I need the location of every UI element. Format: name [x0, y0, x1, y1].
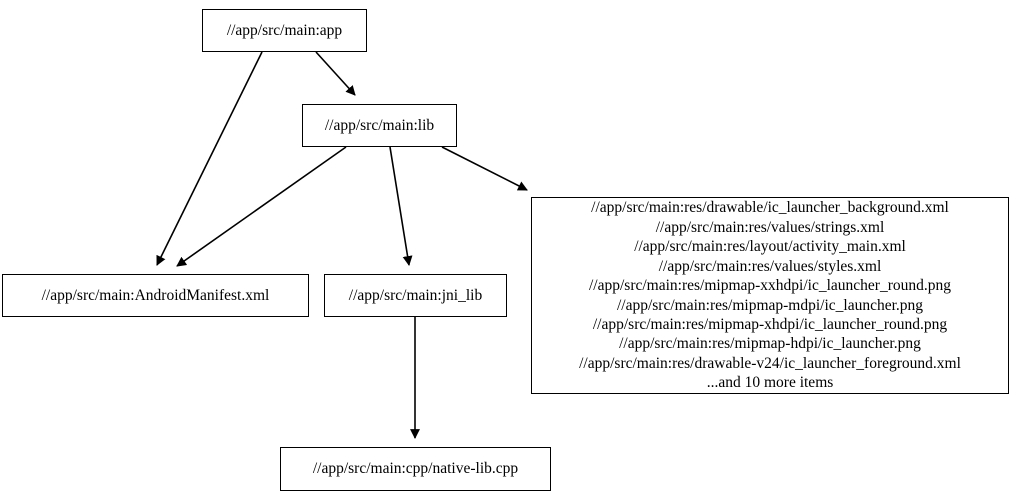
edge-lib-to-jni — [389, 146, 413, 266]
edge-lib-to-manifest — [176, 146, 347, 267]
graph-node-lib-label: //app/src/main:lib — [324, 116, 435, 134]
edge-app-to-manifest — [156, 51, 263, 266]
graph-node-native-lib-cpp[interactable]: //app/src/main:cpp/native-lib.cpp — [280, 447, 551, 491]
graph-node-jni-lib-label: //app/src/main:jni_lib — [348, 286, 483, 304]
edge-app-to-lib — [315, 51, 356, 96]
graph-node-android-manifest-label: //app/src/main:AndroidManifest.xml — [41, 286, 270, 304]
graph-node-jni-lib[interactable]: //app/src/main:jni_lib — [324, 274, 507, 317]
graph-node-android-manifest[interactable]: //app/src/main:AndroidManifest.xml — [2, 274, 309, 317]
graph-node-res-bundle-label: //app/src/main:res/drawable/ic_launcher_… — [579, 199, 961, 392]
graph-node-native-lib-cpp-label: //app/src/main:cpp/native-lib.cpp — [312, 460, 519, 478]
graph-node-lib[interactable]: //app/src/main:lib — [302, 104, 457, 147]
graph-node-res-bundle[interactable]: //app/src/main:res/drawable/ic_launcher_… — [531, 197, 1009, 394]
edge-lib-to-res — [441, 146, 528, 191]
graph-node-app[interactable]: //app/src/main:app — [202, 9, 367, 52]
graph-node-app-label: //app/src/main:app — [226, 21, 343, 39]
